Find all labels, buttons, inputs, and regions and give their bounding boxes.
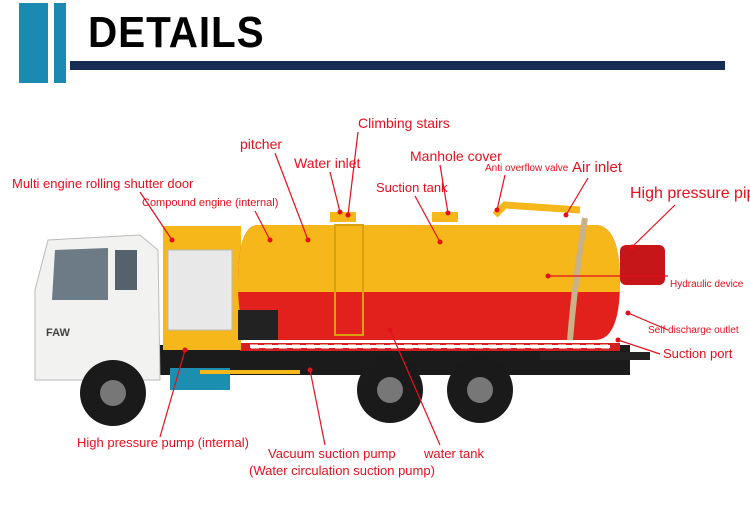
label-high-pressure-pump: High pressure pump (internal) xyxy=(77,435,249,450)
accent-bar-thin xyxy=(54,3,66,83)
page-title: DETAILS xyxy=(88,8,265,57)
label-vacuum-suction-pump: Vacuum suction pump xyxy=(268,446,396,461)
label-high-pressure-pipe: High pressure pip xyxy=(630,185,750,202)
high-pressure-pipe-reel xyxy=(620,245,665,285)
label-pitcher: pitcher xyxy=(240,136,283,152)
label-air-inlet: Air inlet xyxy=(572,159,623,176)
label-compound-engine: Compound engine (internal) xyxy=(142,197,279,209)
title-underline xyxy=(70,61,725,70)
label-shutter-door: Multi engine rolling shutter door xyxy=(12,176,194,191)
climbing-stairs xyxy=(334,224,364,336)
label-suction-tank: Suction tank xyxy=(376,180,448,195)
label-hydraulic-device: Hydraulic device xyxy=(670,279,744,290)
accent-bar xyxy=(19,3,48,83)
label-anti-overflow-valve: Anti overflow valve xyxy=(485,163,569,174)
label-manhole-cover: Manhole cover xyxy=(410,148,502,164)
leader-lines xyxy=(139,131,676,446)
label-water-tank: water tank xyxy=(424,446,484,461)
windshield xyxy=(52,248,108,300)
label-climbing-stairs: Climbing stairs xyxy=(358,115,450,131)
rolling-shutter xyxy=(167,249,233,331)
cab-badge: FAW xyxy=(46,327,70,339)
label-water-circulation-pump: (Water circulation suction pump) xyxy=(249,463,435,478)
label-suction-port: Suction port xyxy=(663,346,733,361)
label-self-discharge-outlet: Self discharge outlet xyxy=(648,325,739,336)
hose xyxy=(567,217,588,341)
marker-dots xyxy=(169,207,635,373)
label-water-inlet: Water inlet xyxy=(294,155,361,171)
